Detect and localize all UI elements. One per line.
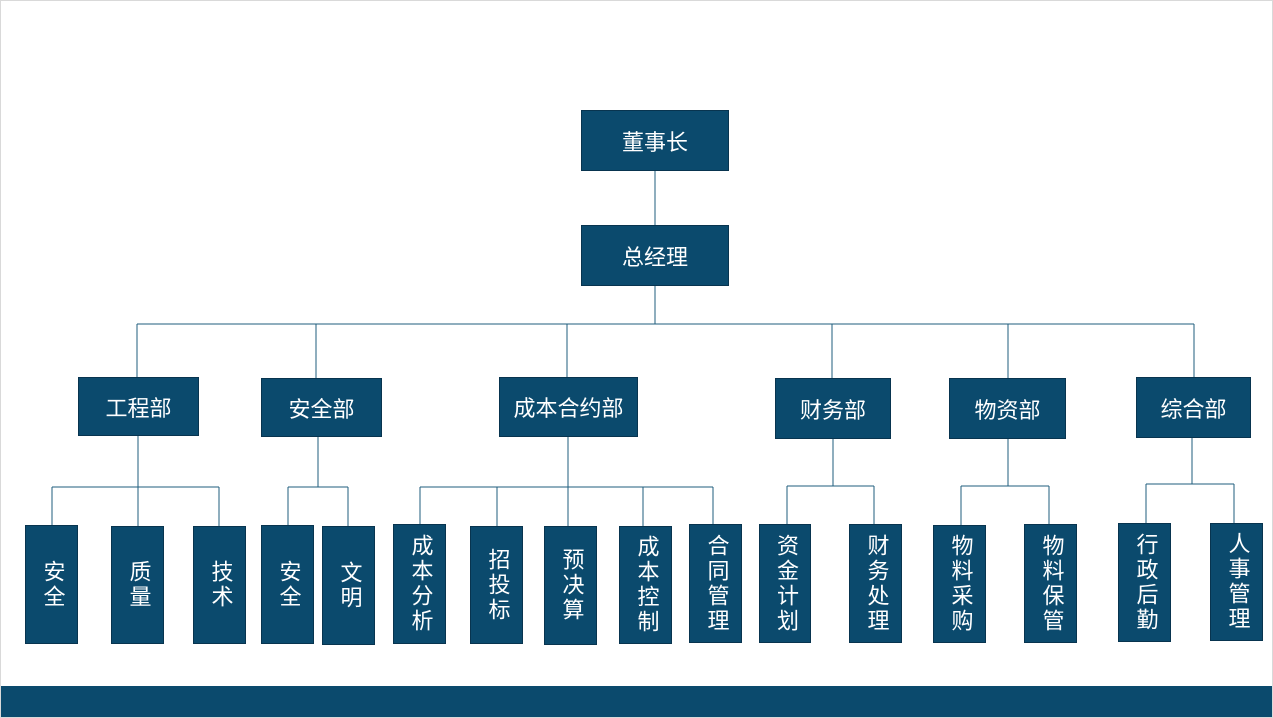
dept-box-general-affairs: 综合部 [1136, 377, 1251, 438]
unit-box-engineering-technology: 技术 [193, 526, 246, 644]
dept-box-cost-contract: 成本合约部 [499, 377, 638, 437]
dept-box-safety: 安全部 [261, 378, 382, 437]
unit-box-engineering-quality: 质量 [111, 526, 164, 644]
unit-box-material-storage: 物料保管 [1024, 524, 1077, 643]
unit-box-bidding: 招投标 [470, 526, 523, 644]
general-manager-box: 总经理 [581, 225, 729, 286]
unit-box-safety-civilization: 文明 [322, 526, 375, 645]
dept-box-engineering: 工程部 [78, 377, 199, 436]
unit-box-cost-control: 成本控制 [619, 526, 672, 644]
dept-box-finance: 财务部 [775, 378, 891, 439]
unit-box-hr-management: 人事管理 [1210, 523, 1263, 641]
dept-box-materials: 物资部 [949, 378, 1066, 439]
unit-box-financial-processing: 财务处理 [849, 524, 902, 643]
unit-box-fund-planning: 资金计划 [759, 524, 811, 643]
unit-box-material-procurement: 物料采购 [933, 525, 986, 643]
unit-box-engineering-safety: 安全 [25, 525, 78, 644]
chairman-box: 董事长 [581, 110, 729, 171]
unit-box-contract-management: 合同管理 [689, 524, 742, 643]
footer-bar [1, 686, 1272, 717]
unit-box-budget-settlement: 预决算 [544, 526, 597, 645]
unit-box-safety-safety: 安全 [261, 525, 314, 644]
unit-box-admin-logistics: 行政后勤 [1118, 523, 1171, 642]
unit-box-cost-analysis: 成本分析 [393, 524, 446, 644]
